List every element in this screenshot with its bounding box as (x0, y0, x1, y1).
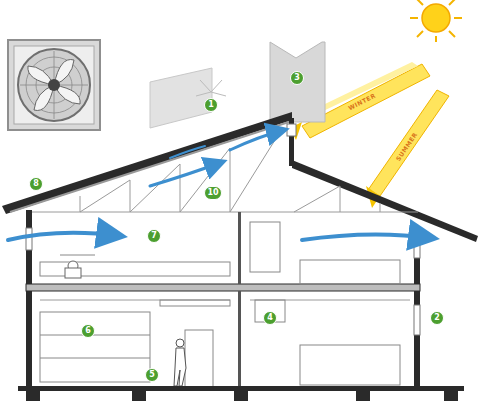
person (174, 339, 186, 386)
callout-number: 5 (145, 368, 159, 382)
exhaust-fan (8, 40, 100, 130)
callout-number: 3 (290, 71, 304, 85)
callout-number: 4 (263, 311, 277, 325)
callout-number: 2 (430, 311, 444, 325)
callout-number: 1 (204, 98, 218, 112)
callout-number: 10 (204, 186, 221, 200)
callout-number: 6 (81, 324, 95, 338)
callout-number: 8 (29, 177, 43, 191)
sun (410, 0, 462, 42)
callout-number: 7 (147, 229, 161, 243)
